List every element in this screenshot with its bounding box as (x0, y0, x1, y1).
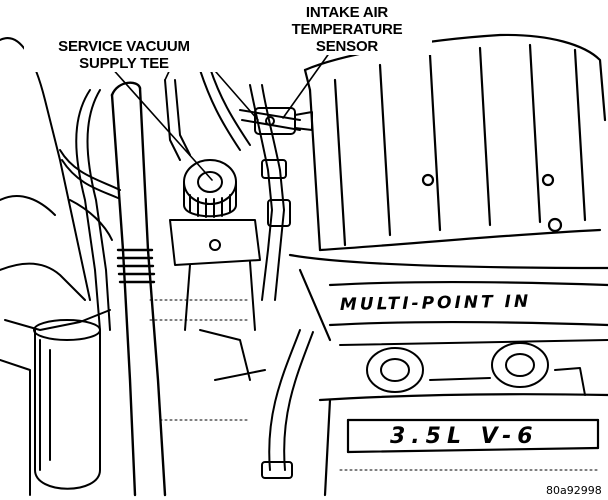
iat-label-line3: SENSOR (315, 38, 379, 55)
intake-plenum (303, 33, 607, 252)
intake-air-temp-sensor (254, 107, 313, 135)
plenum-lower (288, 253, 608, 342)
plenum-lettering: MULTI-POINT IN (340, 292, 532, 315)
strut-bracket (169, 219, 261, 331)
vacuum-tee-hoses (164, 67, 251, 161)
vacuum-tee-label-line1: SERVICE VACUUM (58, 38, 190, 55)
intake-air-temperature-sensor-label: INTAKE AIR TEMPERATURE SENSOR (262, 4, 432, 55)
vacuum-tee-label-line2: SUPPLY TEE (79, 55, 169, 72)
reservoir-canister (33, 319, 101, 490)
reservoir-cap (183, 159, 237, 218)
small-hoses (59, 89, 121, 331)
figure-code: 80a92998 (546, 484, 602, 497)
engine-cover (318, 393, 608, 497)
service-vacuum-supply-tee-label: SERVICE VACUUM SUPPLY TEE (24, 38, 224, 72)
iat-label-line1: INTAKE AIR (305, 4, 389, 21)
shading-hatch (149, 299, 601, 471)
large-hose (110, 81, 167, 497)
displacement-lettering: 3.5L V-6 (390, 424, 539, 449)
iat-label-line2: TEMPERATURE (291, 21, 403, 38)
fuel-rail-caps (339, 339, 608, 396)
lower-tube (199, 329, 314, 479)
